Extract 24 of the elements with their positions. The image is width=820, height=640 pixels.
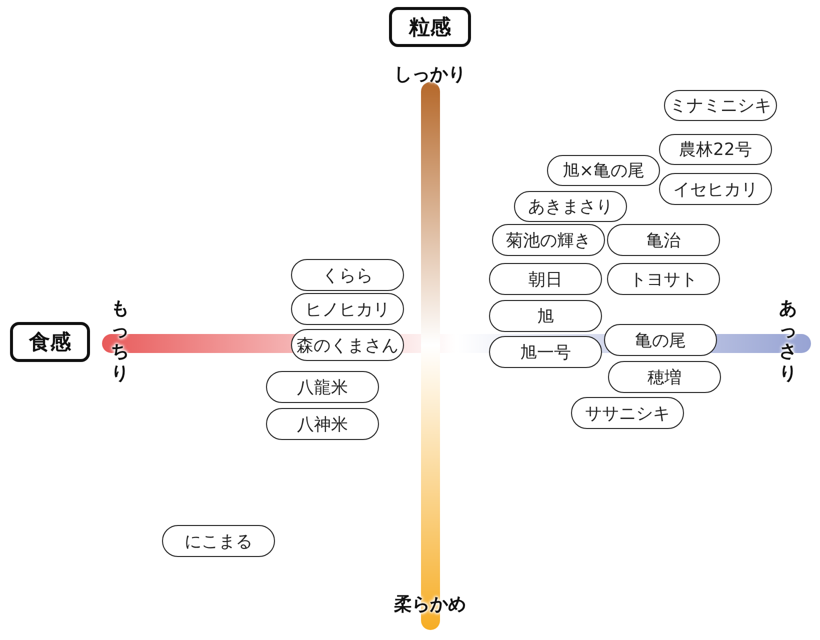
- variety-pill: 穂増: [608, 361, 721, 393]
- variety-pill: 菊池の輝き: [492, 224, 605, 256]
- variety-pill: 八神米: [266, 408, 379, 440]
- variety-pill: 亀治: [607, 224, 720, 256]
- variety-pill: あきまさり: [514, 191, 627, 222]
- variety-pill: ヒノヒカリ: [291, 293, 404, 325]
- variety-pill: にこまる: [162, 525, 275, 557]
- axis-pole-label: しっかり: [393, 63, 467, 87]
- variety-pill: トヨサト: [607, 263, 720, 295]
- variety-pill: 旭×亀の尾: [547, 155, 660, 186]
- variety-pill: 農林22号: [659, 134, 772, 165]
- variety-pill: 森のくまさん: [291, 329, 404, 361]
- axis-pole-label: あっさり: [778, 297, 798, 386]
- variety-pill: 旭: [489, 300, 602, 332]
- axis-title-box: 食感: [10, 322, 90, 362]
- variety-pill: 亀の尾: [604, 324, 717, 356]
- variety-pill: イセヒカリ: [659, 173, 772, 205]
- variety-pill: 朝日: [489, 263, 602, 295]
- axis-title-box: 粒感: [389, 7, 471, 47]
- variety-pill: ササニシキ: [571, 397, 684, 429]
- variety-pill: 八龍米: [266, 371, 379, 403]
- variety-pill: くらら: [291, 259, 404, 291]
- variety-pill: 旭一号: [489, 336, 602, 368]
- variety-pill: ミナミニシキ: [664, 90, 777, 121]
